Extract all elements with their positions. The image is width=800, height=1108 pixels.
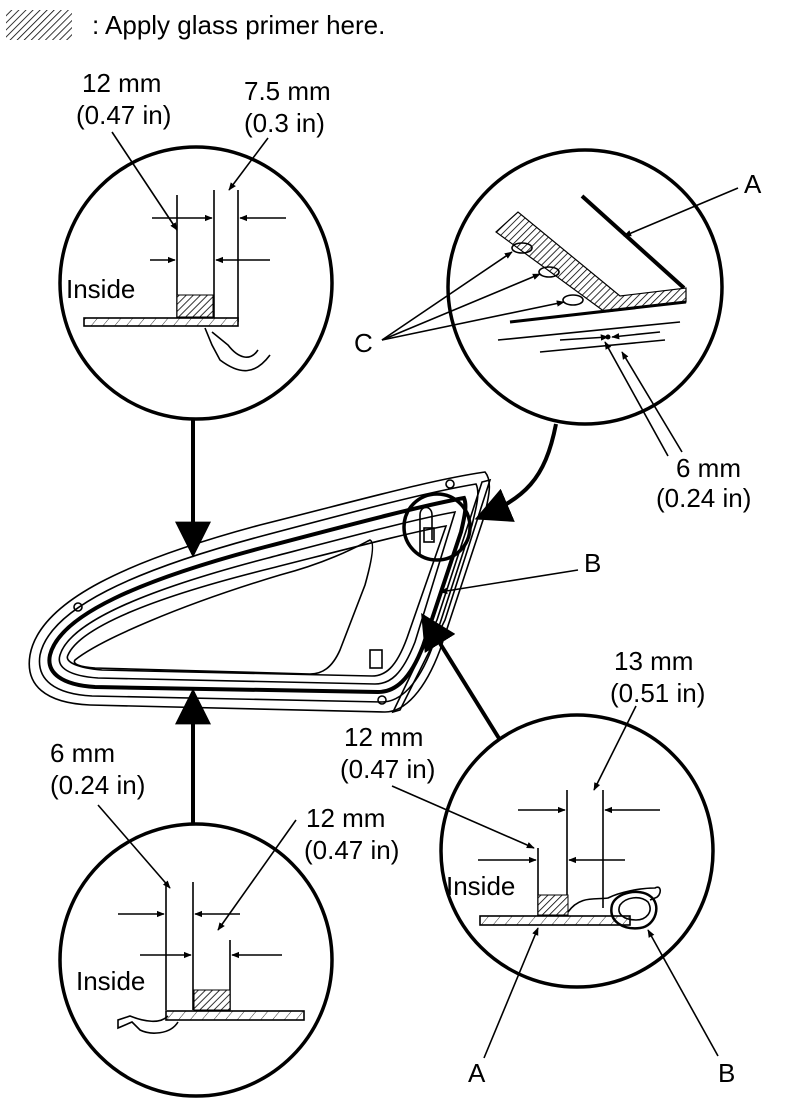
br-inside-label: Inside — [446, 871, 515, 901]
bl-dim2-in: (0.47 in) — [304, 835, 399, 865]
tl-inside-label: Inside — [66, 274, 135, 304]
arrow-bottom-right-detail — [421, 612, 507, 750]
legend-text: : Apply glass primer here. — [92, 10, 385, 40]
tr-label-a: A — [744, 169, 762, 199]
br-dim1-mm: 13 mm — [614, 646, 693, 676]
leader-main-b — [439, 569, 579, 595]
br-label-a: A — [468, 1058, 486, 1088]
br-primer-area — [537, 894, 569, 916]
main-label-b: B — [584, 548, 601, 578]
detail-bottom-right: 13 mm (0.51 in) 12 mm (0.47 in) Inside A… — [340, 646, 735, 1088]
br-dim2-mm: 12 mm — [344, 722, 423, 752]
br-dim1-in: (0.51 in) — [610, 678, 705, 708]
tr-dim-in: (0.24 in) — [656, 483, 751, 513]
tr-label-c: C — [354, 328, 373, 358]
br-dim2-in: (0.47 in) — [340, 754, 435, 784]
hatched-swatch-icon — [6, 10, 72, 40]
tl-dim1-mm: 12 mm — [82, 68, 161, 98]
bl-glass-edge — [165, 1010, 305, 1021]
tl-glass-edge — [83, 317, 239, 327]
br-glass-edge — [479, 915, 631, 926]
bl-dim2-mm: 12 mm — [306, 803, 385, 833]
tl-dim2-mm: 7.5 mm — [244, 76, 331, 106]
br-label-b: B — [718, 1058, 735, 1088]
legend: : Apply glass primer here. — [6, 10, 385, 40]
detail-top-left: 12 mm (0.47 in) 7.5 mm (0.3 in) Inside — [58, 68, 334, 421]
tr-dim-mm: 6 mm — [676, 453, 741, 483]
tl-primer-area — [176, 294, 214, 318]
arrow-top-right-detail — [474, 423, 558, 522]
tl-dim1-in: (0.47 in) — [76, 100, 171, 130]
quarter-glass-main — [28, 471, 492, 714]
detail-bottom-left: 6 mm (0.24 in) 12 mm (0.47 in) Inside — [50, 738, 399, 1098]
bl-primer-area — [193, 989, 231, 1011]
bl-inside-label: Inside — [76, 966, 145, 996]
bl-dim1-in: (0.24 in) — [50, 770, 145, 800]
detail-top-right: A C 6 mm (0.24 in) — [354, 148, 762, 513]
tl-dim2-in: (0.3 in) — [244, 108, 325, 138]
detail-highlight-circle — [402, 492, 472, 562]
connector-arrows: B — [175, 412, 601, 828]
bl-dim1-mm: 6 mm — [50, 738, 115, 768]
